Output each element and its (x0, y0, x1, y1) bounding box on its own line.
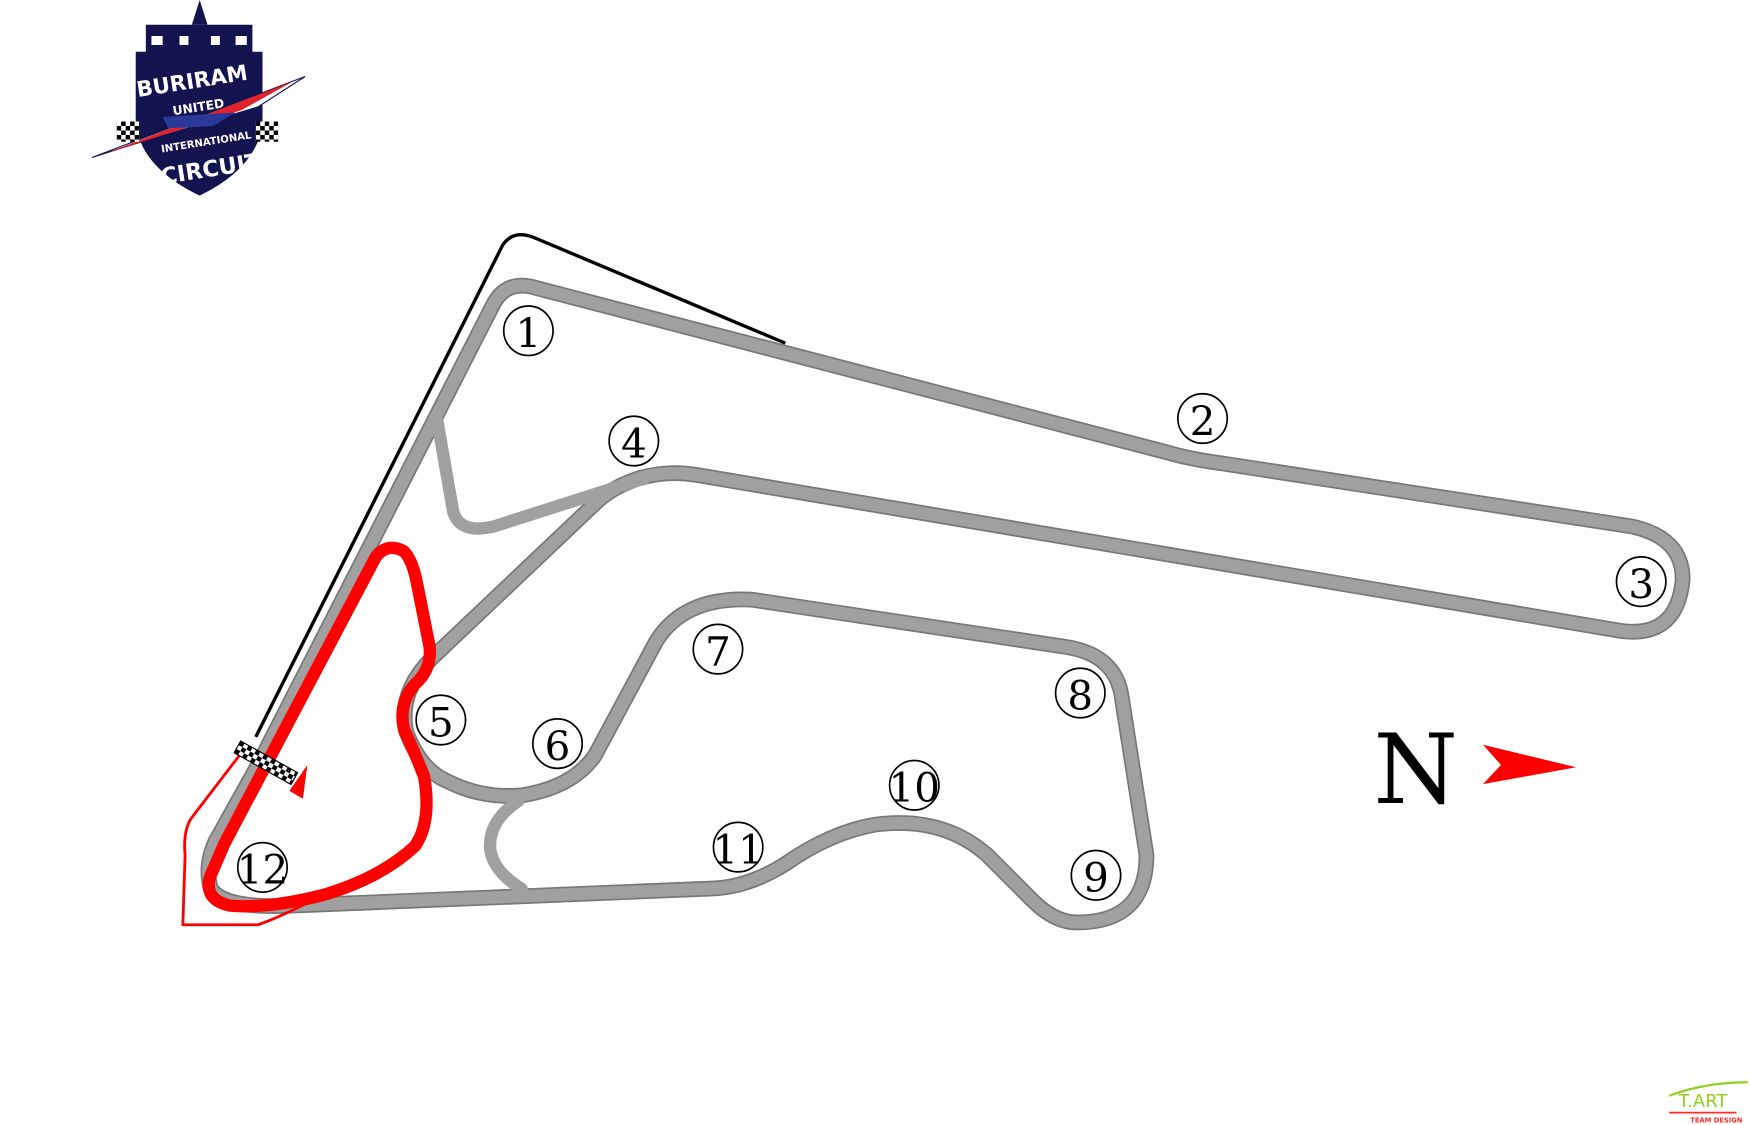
checkered-flag-icon (233, 740, 299, 786)
north-label: N (1373, 713, 1457, 826)
corner-marker-2: 2 (1177, 392, 1229, 445)
corner-number: 10 (889, 763, 940, 811)
buriram-logo: BURIRAM UNITED INTERNATIONAL CIRCUIT (91, 0, 306, 199)
corner-circle (502, 305, 554, 357)
corner-number: 11 (712, 825, 763, 873)
corner-circle (532, 718, 584, 770)
corner-number: 8 (1067, 671, 1093, 719)
alternate-loop (181, 754, 310, 927)
corner-marker-9: 9 (1070, 849, 1122, 902)
corner-circle (608, 415, 660, 467)
corner-marker-5: 5 (415, 694, 467, 746)
corner-marker-1: 1 (502, 305, 554, 357)
short-link-turn-4 (431, 415, 652, 535)
corner-marker-3: 3 (1615, 556, 1667, 608)
corner-marker-7: 7 (692, 623, 744, 675)
corner-number: 1 (516, 309, 542, 357)
credit-brand: T.ART (1677, 1091, 1728, 1112)
corner-marker-4: 4 (608, 415, 660, 467)
highlighted-short-circuit (202, 541, 437, 913)
corner-marker-11: 11 (712, 821, 764, 873)
north-arrow-icon (1483, 744, 1577, 785)
credit-sub: TEAM DESIGN (1690, 1117, 1742, 1125)
corner-marker-12: 12 (236, 841, 289, 894)
short-link-turn-11 (484, 794, 528, 895)
corner-number: 6 (545, 722, 571, 770)
corner-circle (1177, 392, 1229, 445)
corner-number: 12 (237, 846, 288, 894)
corner-marker-6: 6 (532, 718, 584, 770)
corner-circle (415, 694, 467, 746)
corner-circle (1070, 849, 1122, 901)
corner-number: 4 (621, 419, 647, 467)
red-triangle-arrow-icon (289, 765, 308, 799)
corner-circle (888, 759, 940, 811)
corner-circle (236, 841, 289, 893)
pit-lane (254, 233, 786, 738)
corner-number: 3 (1628, 560, 1654, 608)
corner-circle (692, 623, 744, 675)
corner-number: 7 (705, 627, 731, 675)
corner-circle (1054, 667, 1106, 719)
corner-marker-8: 8 (1054, 667, 1106, 719)
corner-marker-10: 10 (888, 759, 940, 812)
corner-number: 9 (1083, 853, 1109, 901)
corner-number: 5 (428, 698, 454, 746)
tart-credit-logo: T.ART TEAM DESIGN (1668, 1081, 1748, 1125)
corner-number: 2 (1190, 397, 1216, 445)
corner-circle (712, 821, 764, 873)
corner-circle (1615, 556, 1667, 608)
